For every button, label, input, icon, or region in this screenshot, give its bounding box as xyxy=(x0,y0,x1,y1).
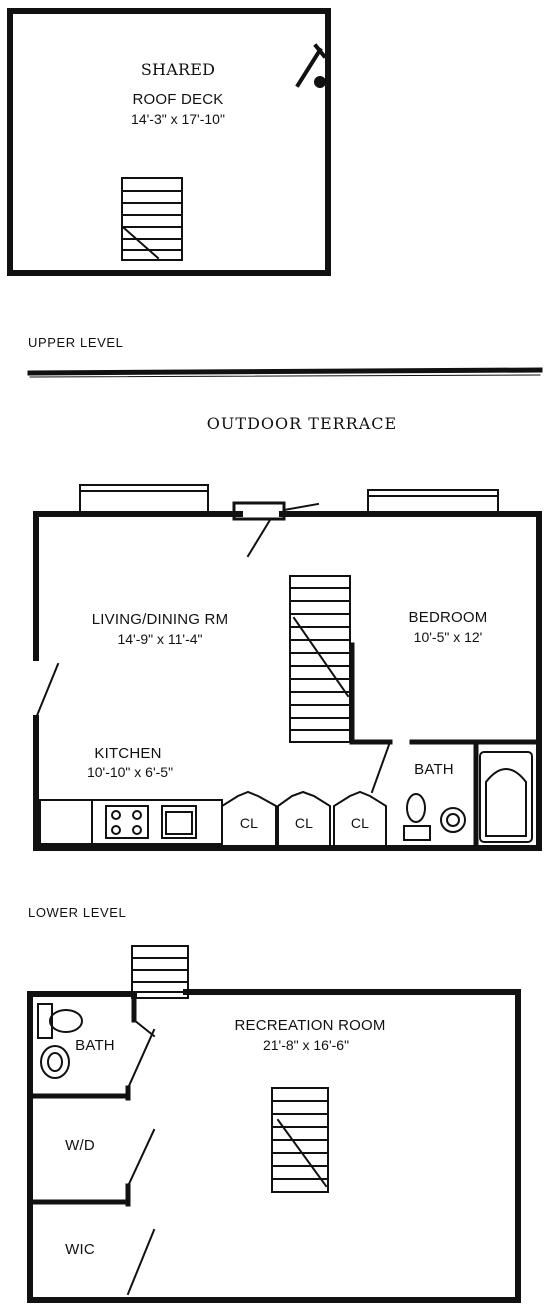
bath-door xyxy=(370,740,392,794)
upper-level-plan xyxy=(33,484,542,851)
lower-entry-stair xyxy=(131,945,189,999)
lower-partitions xyxy=(27,991,137,1207)
lower-stair xyxy=(271,1087,329,1193)
upper-bath-label: BATH xyxy=(414,761,454,778)
lower-level-plan xyxy=(27,945,521,1303)
laundry-label: W/D xyxy=(65,1137,95,1154)
sink xyxy=(161,805,197,839)
closet-label-1: CL xyxy=(239,815,259,831)
roof-stair xyxy=(121,177,183,261)
lower-bath-fixtures xyxy=(37,1003,83,1079)
roof-deck-walls xyxy=(7,8,331,276)
lower-doors xyxy=(126,1018,156,1296)
upper-stair xyxy=(289,575,351,743)
entry-door xyxy=(34,662,60,720)
closet-label-3: CL xyxy=(350,815,370,831)
lower-bath-label: BATH xyxy=(75,1037,115,1054)
lower-toilet xyxy=(37,1003,53,1039)
living-dining-name: LIVING/DINING RM xyxy=(91,611,229,628)
upper-exterior-walls xyxy=(33,511,542,851)
walk-in-closet-label: WIC xyxy=(65,1241,95,1258)
terrace-edge xyxy=(27,367,543,378)
upper-bath-fixtures xyxy=(403,751,533,843)
roof-deck-title-1: SHARED xyxy=(140,60,216,79)
roof-hatch-door xyxy=(295,43,327,88)
bathtub xyxy=(479,751,533,843)
closet-label-2: CL xyxy=(294,815,314,831)
kitchen-dimensions: 10'-10" x 6'-5" xyxy=(86,764,174,780)
recreation-room-dimensions: 21'-8" x 16'-6" xyxy=(262,1037,350,1053)
roof-deck-dimensions: 14'-3" x 17'-10" xyxy=(131,111,225,127)
recreation-room-name: RECREATION ROOM xyxy=(234,1017,386,1034)
bath-sink xyxy=(440,807,466,833)
bedroom-walls xyxy=(349,642,542,851)
stove xyxy=(105,805,149,839)
lower-sink xyxy=(40,1045,70,1079)
roof-deck xyxy=(7,8,331,276)
lower-exterior-walls xyxy=(27,989,521,1303)
lower-level-heading: LOWER LEVEL xyxy=(28,905,127,920)
closets xyxy=(221,790,387,847)
bedroom-name: BEDROOM xyxy=(408,609,488,626)
upper-level-heading: UPPER LEVEL xyxy=(28,335,124,350)
terrace-windows xyxy=(79,484,499,558)
bedroom-dimensions: 10'-5" x 12' xyxy=(413,629,483,645)
outdoor-terrace-label: OUTDOOR TERRACE xyxy=(206,414,398,433)
kitchen-name: KITCHEN xyxy=(94,745,162,762)
living-dining-dimensions: 14'-9" x 11'-4" xyxy=(117,631,203,647)
roof-deck-title-2: ROOF DECK xyxy=(132,91,224,108)
kitchen-counter xyxy=(39,799,223,845)
toilet xyxy=(406,793,426,823)
